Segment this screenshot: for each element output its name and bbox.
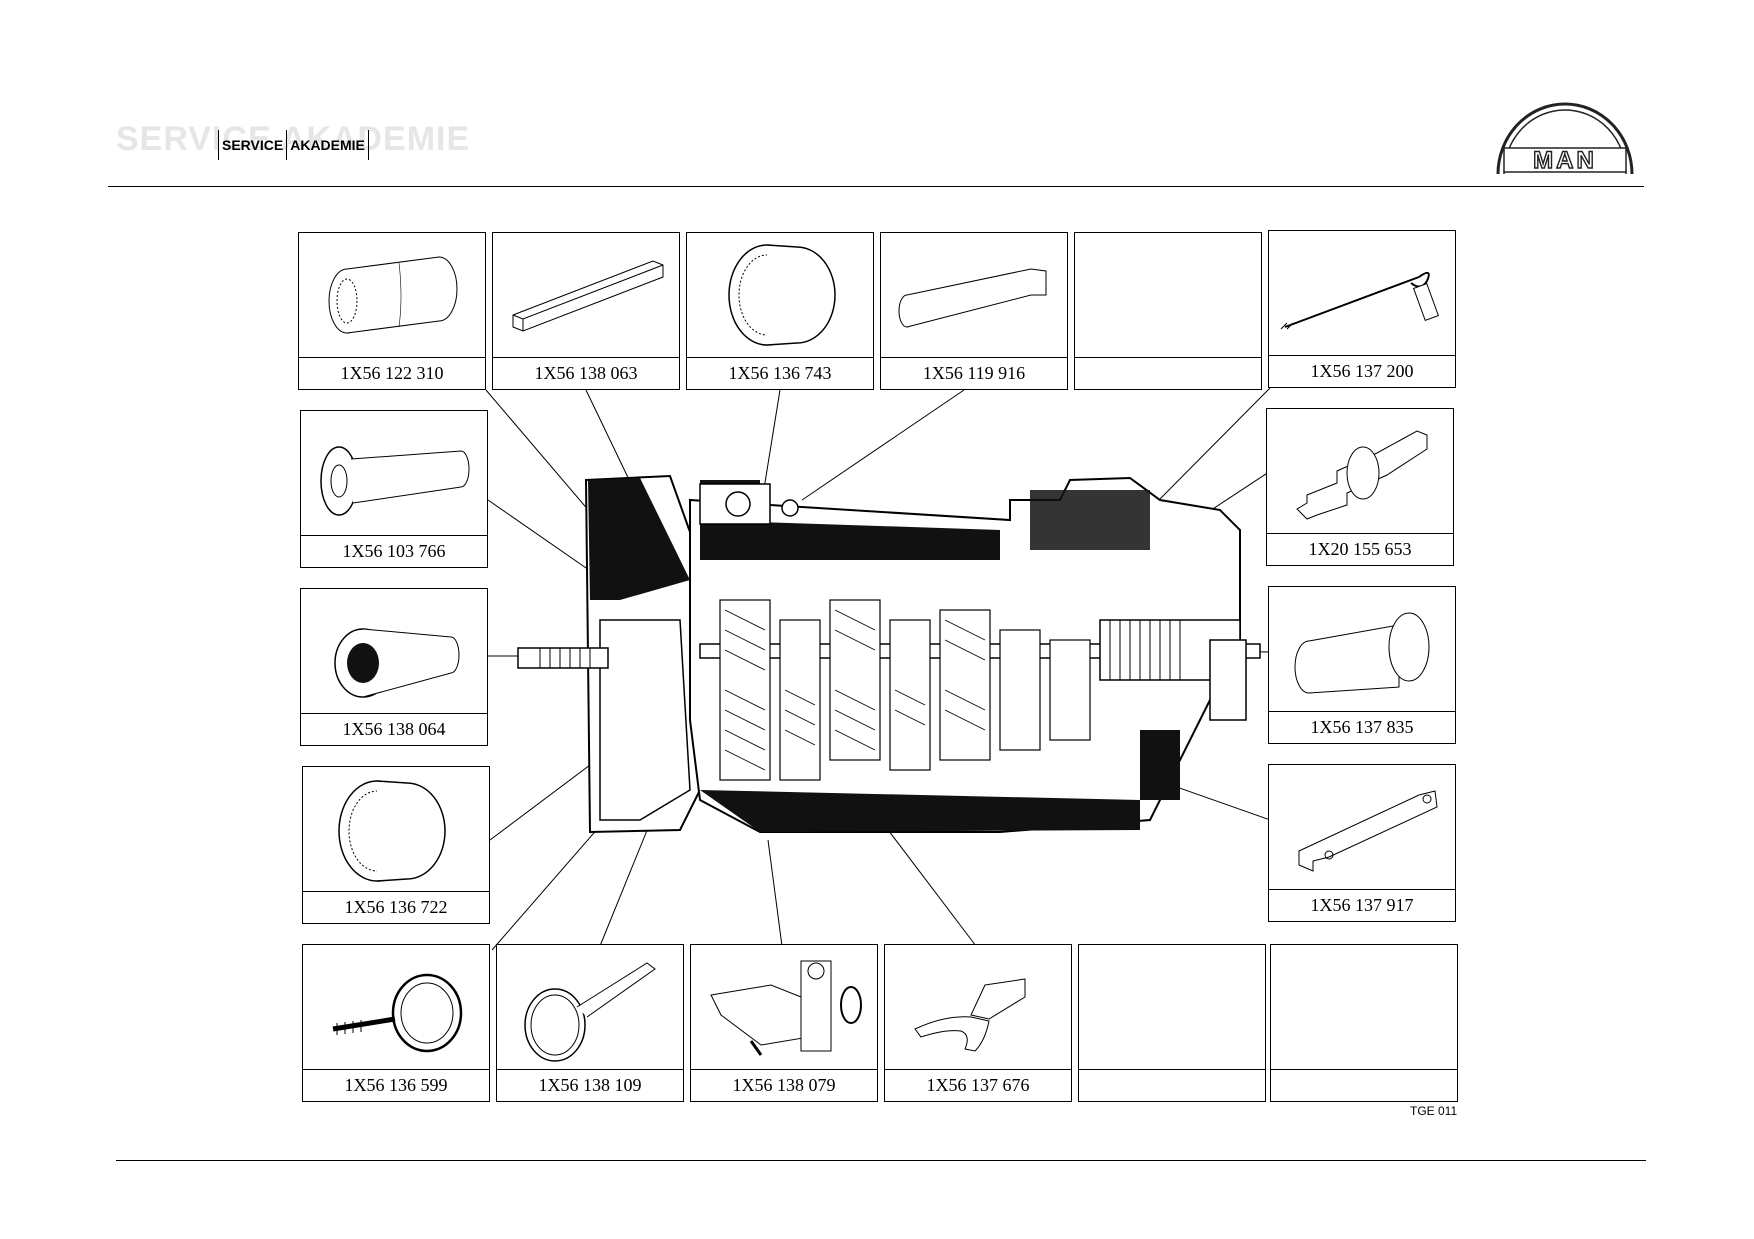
header-label: SERVICE AKADEMIE — [218, 130, 369, 160]
ring-sleeve-icon — [338, 780, 446, 882]
tool-cell-1x56-119-916: 1X56 119 916 — [880, 232, 1068, 392]
tool-picture — [1078, 944, 1266, 1070]
tool-code — [1078, 1070, 1266, 1102]
tool-cell-1x56-136-722: 1X56 136 722 — [302, 766, 490, 926]
tool-code: 1X56 138 079 — [690, 1070, 878, 1102]
tool-code: 1X56 136 722 — [302, 892, 490, 924]
tool-cell-1x56-137-200: 1X56 137 200 — [1268, 230, 1456, 390]
tool-picture — [496, 944, 684, 1070]
tool-picture — [884, 944, 1072, 1070]
tool-picture — [880, 232, 1068, 358]
tool-picture — [686, 232, 874, 358]
tool-code: 1X56 136 743 — [686, 358, 874, 390]
tool-picture — [298, 232, 486, 358]
drawing-reference-code: TGE 011 — [1410, 1104, 1458, 1118]
tool-cell-1x56-138-063: 1X56 138 063 — [492, 232, 680, 392]
man-logo: MAN — [1496, 102, 1634, 175]
tool-code — [1074, 358, 1262, 390]
tool-cell-1x56-138-079: 1X56 138 079 — [690, 944, 878, 1104]
cone-sleeve-icon — [334, 628, 460, 698]
tool-picture — [302, 944, 490, 1070]
tool-code: 1X56 138 064 — [300, 714, 488, 746]
stepped-shaft-icon — [1296, 430, 1428, 520]
disc-shaft-icon — [524, 962, 656, 1062]
tool-cell-1x56-137-917: 1X56 137 917 — [1268, 764, 1456, 924]
leader-lines — [485, 387, 1277, 951]
hook-rod-icon — [1280, 271, 1440, 330]
header-ghost-title: SERVICE AKADEMIE — [116, 120, 471, 158]
tool-cell-empty — [1270, 944, 1458, 1104]
headed-pin-icon — [1294, 612, 1430, 694]
tool-picture — [690, 944, 878, 1070]
header-label-right: AKADEMIE — [290, 137, 365, 153]
tool-cell-1x56-138-064: 1X56 138 064 — [300, 588, 488, 748]
tool-cell-empty — [1078, 944, 1266, 1104]
ring-sleeve-icon — [728, 244, 836, 346]
man-logo-text: MAN — [1533, 147, 1597, 174]
tool-cell-empty — [1074, 232, 1262, 392]
tool-code — [1270, 1070, 1458, 1102]
tool-picture — [1074, 232, 1262, 358]
fork-wrench-icon — [914, 978, 1026, 1052]
tool-cell-1x56-136-743: 1X56 136 743 — [686, 232, 874, 392]
tool-code: 1X56 137 917 — [1268, 890, 1456, 922]
tool-cell-1x56-103-766: 1X56 103 766 — [300, 410, 488, 570]
header-rule — [108, 186, 1644, 187]
tool-cell-1x20-155-653: 1X20 155 653 — [1266, 408, 1454, 568]
tool-code: 1X56 119 916 — [880, 358, 1068, 390]
tool-code: 1X56 137 835 — [1268, 712, 1456, 744]
tool-picture — [1268, 764, 1456, 890]
tool-code: 1X56 137 200 — [1268, 356, 1456, 388]
tool-code: 1X56 138 109 — [496, 1070, 684, 1102]
header-divider — [286, 130, 288, 160]
threaded-sleeve-icon — [328, 256, 458, 334]
tool-code: 1X56 138 063 — [492, 358, 680, 390]
tool-cell-1x56-122-310: 1X56 122 310 — [298, 232, 486, 392]
mandrel-icon — [320, 446, 470, 516]
tool-cell-1x56-138-109: 1X56 138 109 — [496, 944, 684, 1104]
tool-code: 1X20 155 653 — [1266, 534, 1454, 566]
tool-code: 1X56 103 766 — [300, 536, 488, 568]
bracket-bar-icon — [1298, 790, 1438, 872]
tool-cell-1x56-137-676: 1X56 137 676 — [884, 944, 1072, 1104]
tool-picture — [300, 588, 488, 714]
tool-picture — [1266, 408, 1454, 534]
tool-code: 1X56 137 676 — [884, 1070, 1072, 1102]
tool-picture — [1268, 586, 1456, 712]
footer-rule — [116, 1160, 1646, 1161]
tool-cell-1x56-137-835: 1X56 137 835 — [1268, 586, 1456, 746]
tool-picture — [492, 232, 680, 358]
eye-bolt-icon — [332, 973, 463, 1053]
tool-cell-1x56-136-599: 1X56 136 599 — [302, 944, 490, 1104]
tool-picture — [1270, 944, 1458, 1070]
tool-code: 1X56 122 310 — [298, 358, 486, 390]
tool-picture — [302, 766, 490, 892]
tool-picture — [300, 410, 488, 536]
holding-fixture-icon — [710, 960, 862, 1056]
square-bar-icon — [512, 260, 664, 332]
tool-code: 1X56 136 599 — [302, 1070, 490, 1102]
header-label-left: SERVICE — [222, 137, 284, 153]
tapered-pin-icon — [898, 268, 1047, 328]
tool-picture — [1268, 230, 1456, 356]
transmission-housing — [517, 474, 1261, 834]
